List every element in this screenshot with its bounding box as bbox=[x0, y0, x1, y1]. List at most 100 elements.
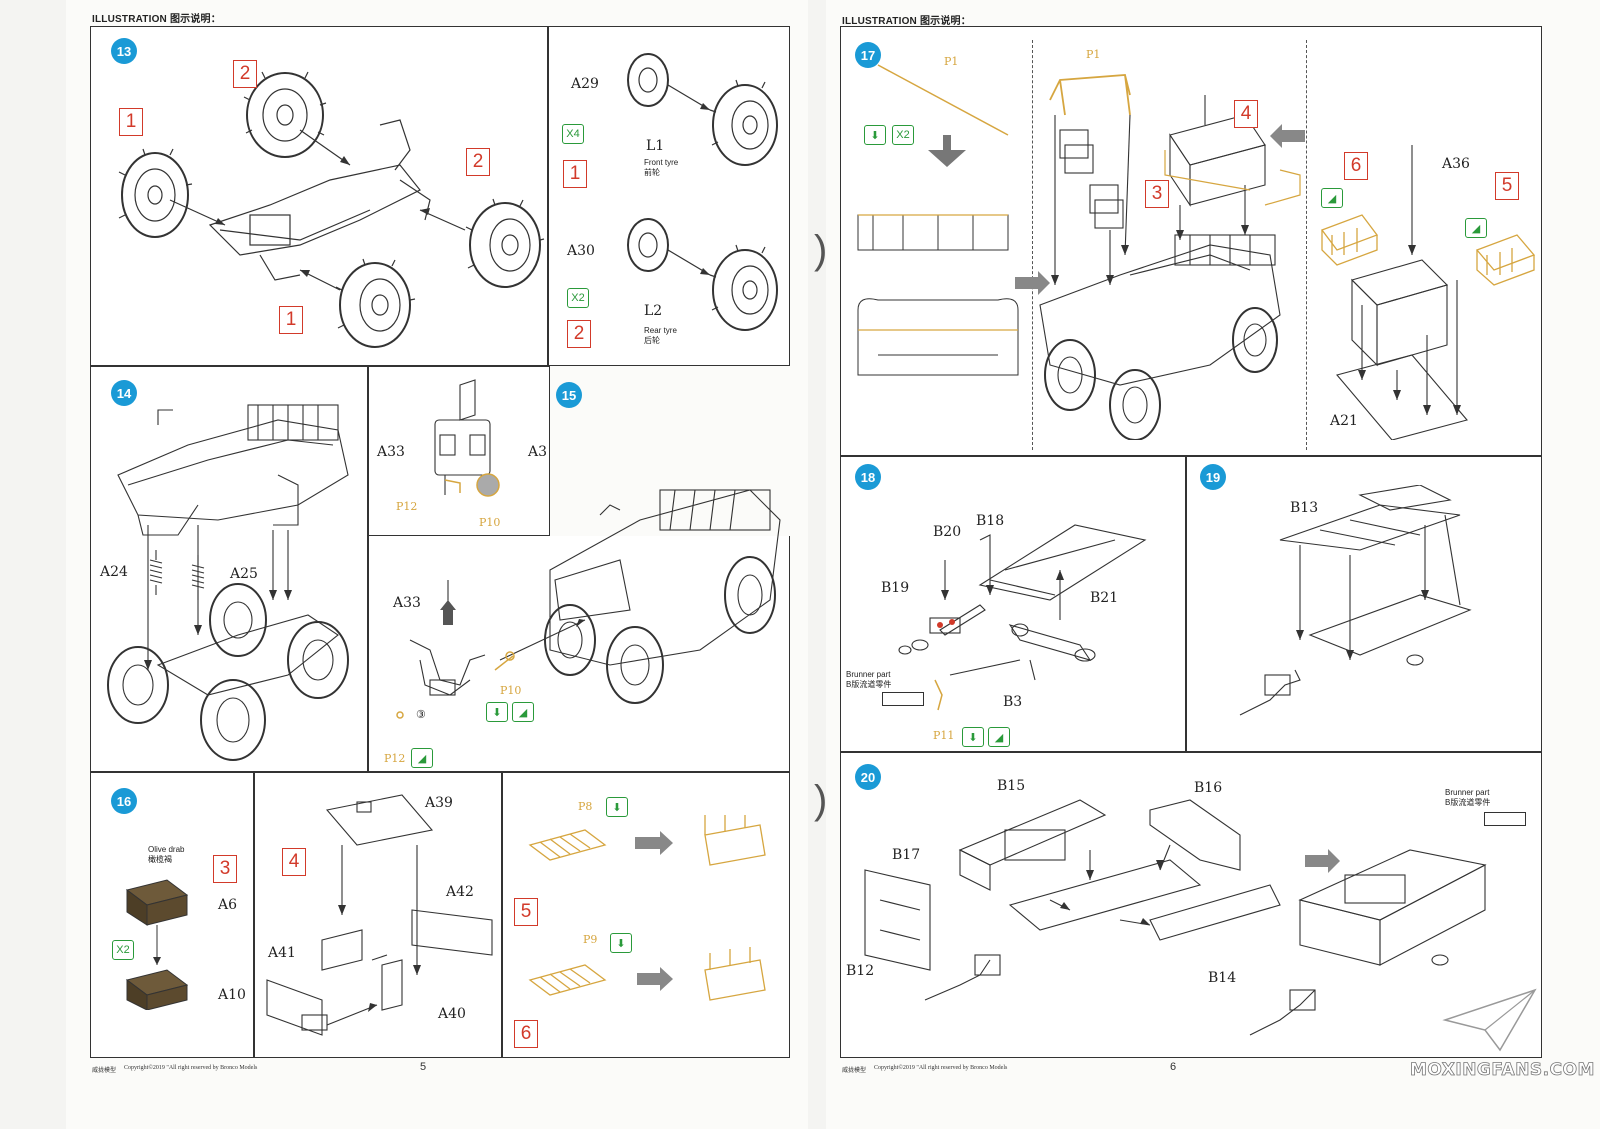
step15-detail-panel bbox=[368, 366, 550, 536]
label-p11: P11 bbox=[933, 729, 955, 742]
step19-panel bbox=[1186, 456, 1542, 752]
jerry-can-illustration bbox=[125, 879, 189, 1010]
step-16-badge: 16 bbox=[111, 788, 137, 814]
label-a25: A25 bbox=[230, 566, 258, 582]
label-rear-tyre-cn: 后轮 bbox=[644, 336, 660, 345]
label-olive-drab: Olive drab bbox=[148, 845, 185, 854]
part-callout-2-tyre: 2 bbox=[567, 320, 591, 348]
step15-panel bbox=[368, 536, 790, 772]
step-20-badge: 20 bbox=[855, 764, 881, 790]
footer-brand-left: 威拢模型 bbox=[92, 1068, 117, 1074]
label-b19: B19 bbox=[881, 580, 910, 596]
bend-icon-p11: ◢ bbox=[988, 727, 1010, 747]
footer-copyright-right: Copyright©2019 "All right reserved by Br… bbox=[874, 1065, 1008, 1071]
qty-x2-badge: X2 bbox=[567, 288, 589, 308]
label-a29: A29 bbox=[571, 76, 599, 92]
label-olive-drab-cn: 橄榄褐 bbox=[148, 855, 172, 864]
page-number-right: 6 bbox=[1170, 1061, 1177, 1073]
step-14-badge: 14 bbox=[111, 380, 137, 406]
label-b-runner-part-cn: B版流道零件 bbox=[846, 680, 892, 689]
label-a36: A36 bbox=[1442, 156, 1470, 172]
fold-icon-p9: ⬇ bbox=[610, 933, 632, 953]
step18-panel bbox=[840, 456, 1186, 752]
label-a33-detail: A33 bbox=[377, 444, 405, 460]
box-mount-illustration bbox=[1320, 145, 1536, 440]
label-b15: B15 bbox=[997, 778, 1026, 794]
label-a41: A41 bbox=[268, 945, 296, 961]
part-callout-4: 4 bbox=[282, 848, 306, 876]
step-13-badge: 13 bbox=[111, 38, 137, 64]
qty-x2-p1-badge: X2 bbox=[892, 125, 914, 145]
rack-detail-illustration bbox=[434, 379, 500, 497]
step17-divider-2 bbox=[1306, 40, 1307, 450]
label-p10-detail: P10 bbox=[479, 516, 501, 529]
storage-box-illustration bbox=[266, 794, 493, 1036]
atv-chassis-illustration bbox=[118, 71, 545, 348]
bend-icon-p12: ◢ bbox=[411, 748, 433, 768]
watermark-text: MOXINGFANS.COM bbox=[1410, 1060, 1595, 1081]
binding-mark-bottom: ) bbox=[814, 778, 828, 822]
bend-icon-rack-5: ◢ bbox=[1465, 218, 1487, 238]
part-callout-1-left: 1 bbox=[119, 108, 143, 136]
label-b14: B14 bbox=[1208, 970, 1237, 986]
label-front-tyre: Front tyre bbox=[644, 158, 679, 167]
fold-icon-p8: ⬇ bbox=[606, 797, 628, 817]
page-number-left: 5 bbox=[420, 1061, 427, 1073]
label-b-runner-part-20-cn: B版流道零件 bbox=[1445, 798, 1491, 807]
pe-rack-fold-illustration bbox=[528, 815, 766, 1001]
tyre-assembly-illustration bbox=[627, 53, 778, 331]
label-a42: A42 bbox=[446, 884, 474, 900]
atv-front-rack-illustration bbox=[396, 489, 781, 719]
label-rear-tyre: Rear tyre bbox=[644, 326, 677, 335]
label-a6: A6 bbox=[218, 897, 238, 913]
label-p8: P8 bbox=[578, 800, 593, 813]
part-callout-5: 5 bbox=[514, 898, 538, 926]
step16-pe-panel bbox=[502, 772, 790, 1058]
label-front-tyre-cn: 前轮 bbox=[644, 168, 660, 177]
step-19-badge: 19 bbox=[1200, 464, 1226, 490]
atv-suspension-illustration bbox=[107, 404, 349, 761]
label-b13: B13 bbox=[1290, 500, 1319, 516]
part-callout-3: 3 bbox=[213, 855, 237, 883]
part-callout-1-bottom: 1 bbox=[279, 306, 303, 334]
paper-plane-logo bbox=[1442, 988, 1537, 1052]
trailer-axle-illustration bbox=[898, 524, 1147, 711]
step20-panel bbox=[840, 752, 1542, 1058]
header-left: ILLUSTRATION 图示说明： bbox=[92, 14, 221, 25]
part-callout-1-tyre: 1 bbox=[563, 160, 587, 188]
label-b-runner-part: Brunner part bbox=[846, 670, 891, 679]
label-a24: A24 bbox=[100, 564, 128, 580]
label-a21: A21 bbox=[1330, 413, 1358, 429]
step13-tyres-panel bbox=[548, 26, 790, 366]
label-p1-left: P1 bbox=[944, 55, 959, 68]
trailer-floor-illustration bbox=[1239, 485, 1472, 716]
runner-sprue-icon-20 bbox=[1484, 812, 1526, 826]
footer-copyright-left: Copyright©2019 "All right reserved by Br… bbox=[124, 1065, 258, 1071]
part-callout-2-top: 2 bbox=[233, 60, 257, 88]
fold-icon-p1: ⬇ bbox=[864, 125, 886, 145]
label-b21: B21 bbox=[1090, 590, 1119, 606]
runner-sprue-icon bbox=[882, 692, 924, 706]
label-a33: A33 bbox=[393, 595, 421, 611]
trailer-body-illustration bbox=[864, 799, 1487, 1036]
fold-icon-p11: ⬇ bbox=[962, 727, 984, 747]
label-l1: L1 bbox=[646, 138, 665, 154]
label-p12-detail: P12 bbox=[396, 500, 418, 513]
footer-brand-right: 威拢模型 bbox=[842, 1068, 867, 1074]
label-a30: A30 bbox=[567, 243, 595, 259]
label-a3-detail: A3 bbox=[528, 444, 548, 460]
step16-box-panel bbox=[254, 772, 502, 1058]
label-b-runner-part-20: Brunner part bbox=[1445, 788, 1490, 797]
step13-panel bbox=[90, 26, 548, 366]
atv-rear-rack-illustration bbox=[1015, 74, 1305, 440]
label-b16: B16 bbox=[1194, 780, 1223, 796]
label-b20: B20 bbox=[933, 524, 962, 540]
label-p10: P10 bbox=[500, 684, 522, 697]
part-callout-6: 6 bbox=[514, 1020, 538, 1048]
qty-x4-badge: X4 bbox=[562, 124, 584, 144]
label-a40: A40 bbox=[438, 1006, 466, 1022]
header-right: ILLUSTRATION 图示说明： bbox=[842, 16, 971, 27]
label-p12: P12 bbox=[384, 752, 406, 765]
label-l2: L2 bbox=[644, 303, 663, 319]
part-callout-5-rack: 5 bbox=[1495, 172, 1519, 200]
